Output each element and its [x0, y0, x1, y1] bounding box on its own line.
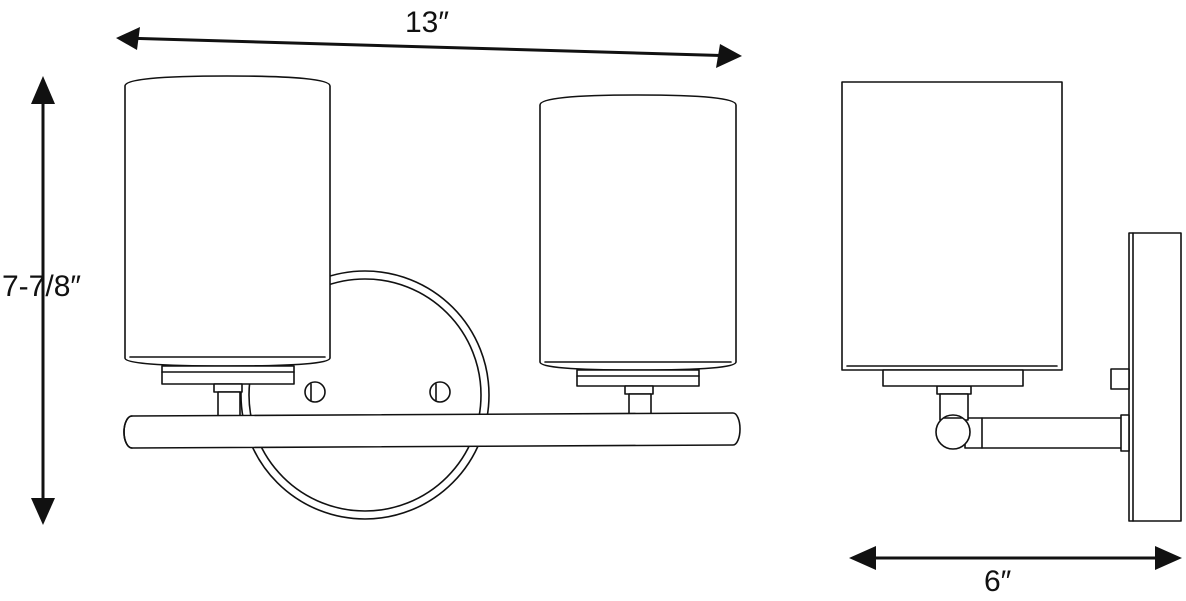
height-label: 7-7/8″	[2, 270, 81, 303]
side-screw	[1110, 368, 1130, 390]
front-view	[31, 27, 742, 525]
glass-shade-right	[539, 94, 737, 371]
height-dimension-arrow	[31, 76, 55, 525]
side-knuckle	[935, 414, 971, 450]
side-wall-plate	[1128, 232, 1182, 522]
socket-cup-left	[161, 365, 295, 417]
arm-bar	[123, 412, 741, 449]
glass-shade-left	[124, 75, 331, 367]
side-view	[841, 81, 1182, 570]
socket-cup-right	[576, 369, 700, 417]
side-socket-cup	[882, 369, 1024, 387]
mounting-screw-left	[304, 381, 326, 403]
width-dimension-arrow	[116, 27, 742, 68]
depth-dimension-arrow	[849, 546, 1182, 570]
side-glass-shade	[841, 81, 1063, 371]
depth-label: 6″	[984, 565, 1012, 598]
width-label: 13″	[405, 6, 449, 39]
side-arm	[964, 414, 1130, 452]
mounting-screw-right	[429, 381, 451, 403]
